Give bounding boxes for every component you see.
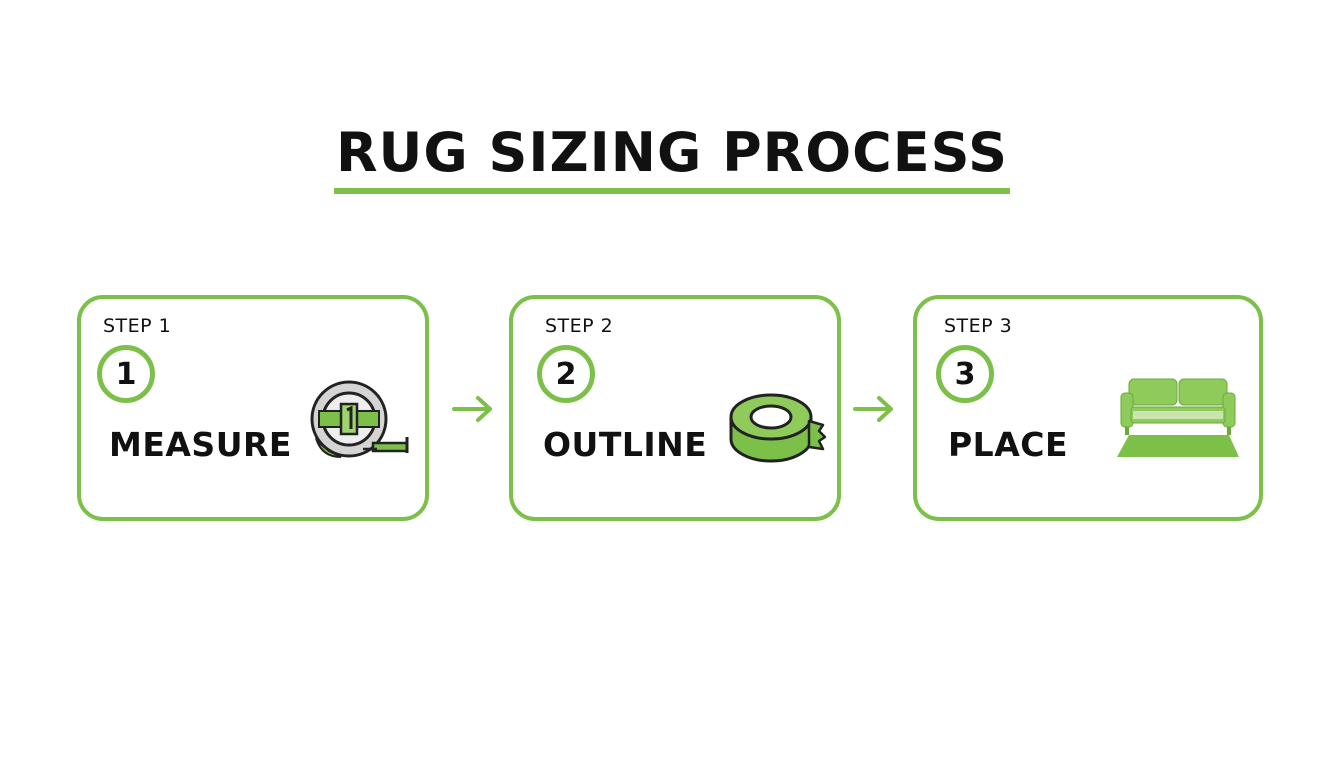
arrow-right-icon (853, 396, 893, 422)
step-number-badge: 2 (537, 345, 595, 403)
tape-roll-icon (729, 393, 827, 463)
step-label: STEP 3 (944, 315, 1013, 337)
arrow-right-icon (452, 396, 492, 422)
sofa-rug-icon (1117, 378, 1239, 457)
tape-measure-icon (310, 380, 409, 458)
step-label: STEP 2 (545, 315, 614, 337)
step-card-2: STEP 2 2 OUTLINE (509, 295, 841, 521)
step-card-1: STEP 1 1 MEASURE (77, 295, 429, 521)
step-name: OUTLINE (543, 425, 708, 464)
step-label: STEP 1 (103, 315, 172, 337)
title-container: RUG SIZING PROCESS (0, 122, 1344, 194)
step-number-badge: 3 (936, 345, 994, 403)
step-number: 2 (555, 356, 577, 392)
step-number-badge: 1 (97, 345, 155, 403)
step-name: MEASURE (109, 425, 292, 464)
step-name: PLACE (948, 425, 1069, 464)
step-number: 1 (115, 356, 137, 392)
step-number: 3 (954, 356, 976, 392)
page-title: RUG SIZING PROCESS (333, 122, 1011, 194)
step-card-3: STEP 3 3 PLACE (913, 295, 1263, 521)
